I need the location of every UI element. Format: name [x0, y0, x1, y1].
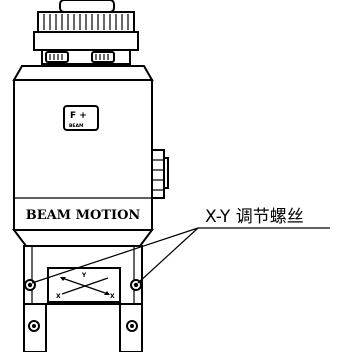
- fplus-badge: F + BEAM: [63, 105, 99, 131]
- top-knob: [33, 0, 139, 65]
- xy-plate-arrow-b: [61, 277, 109, 295]
- knob-base-screw-left: [45, 51, 69, 63]
- axis-x-left-label: X: [56, 293, 61, 300]
- knob-collar: [33, 31, 139, 51]
- lower-housing: Y X X: [12, 229, 154, 305]
- axis-y-label: Y: [81, 272, 87, 279]
- badge-top-text: F +: [70, 111, 87, 121]
- upper-housing: F + BEAM BEAM MOTION: [12, 65, 154, 231]
- callout-label: X-Y 调节螺丝: [205, 207, 304, 227]
- callout-leaders: [31, 227, 330, 284]
- knob-cap: [59, 0, 115, 13]
- knob-base-screw-right: [91, 51, 115, 63]
- lower-bevel: [12, 229, 154, 247]
- xy-plate: Y X X: [47, 267, 121, 303]
- badge-bottom-text: BEAM: [69, 123, 84, 129]
- bottom-legs: [23, 303, 143, 352]
- right-leg-screw: [126, 320, 138, 332]
- xy-screw-left: [24, 279, 36, 291]
- housing-top-bevel: [12, 65, 154, 81]
- connector-pin: [163, 157, 169, 189]
- connector-block: [151, 149, 165, 199]
- panel-label: BEAM MOTION: [26, 208, 141, 223]
- knob-knurl: [43, 14, 129, 30]
- leader-to-left-screw: [31, 227, 199, 284]
- axis-x-right-label: X: [110, 293, 115, 300]
- left-leg-screw: [28, 320, 40, 332]
- leader-to-right-screw: [137, 227, 199, 284]
- side-connector: [151, 149, 169, 199]
